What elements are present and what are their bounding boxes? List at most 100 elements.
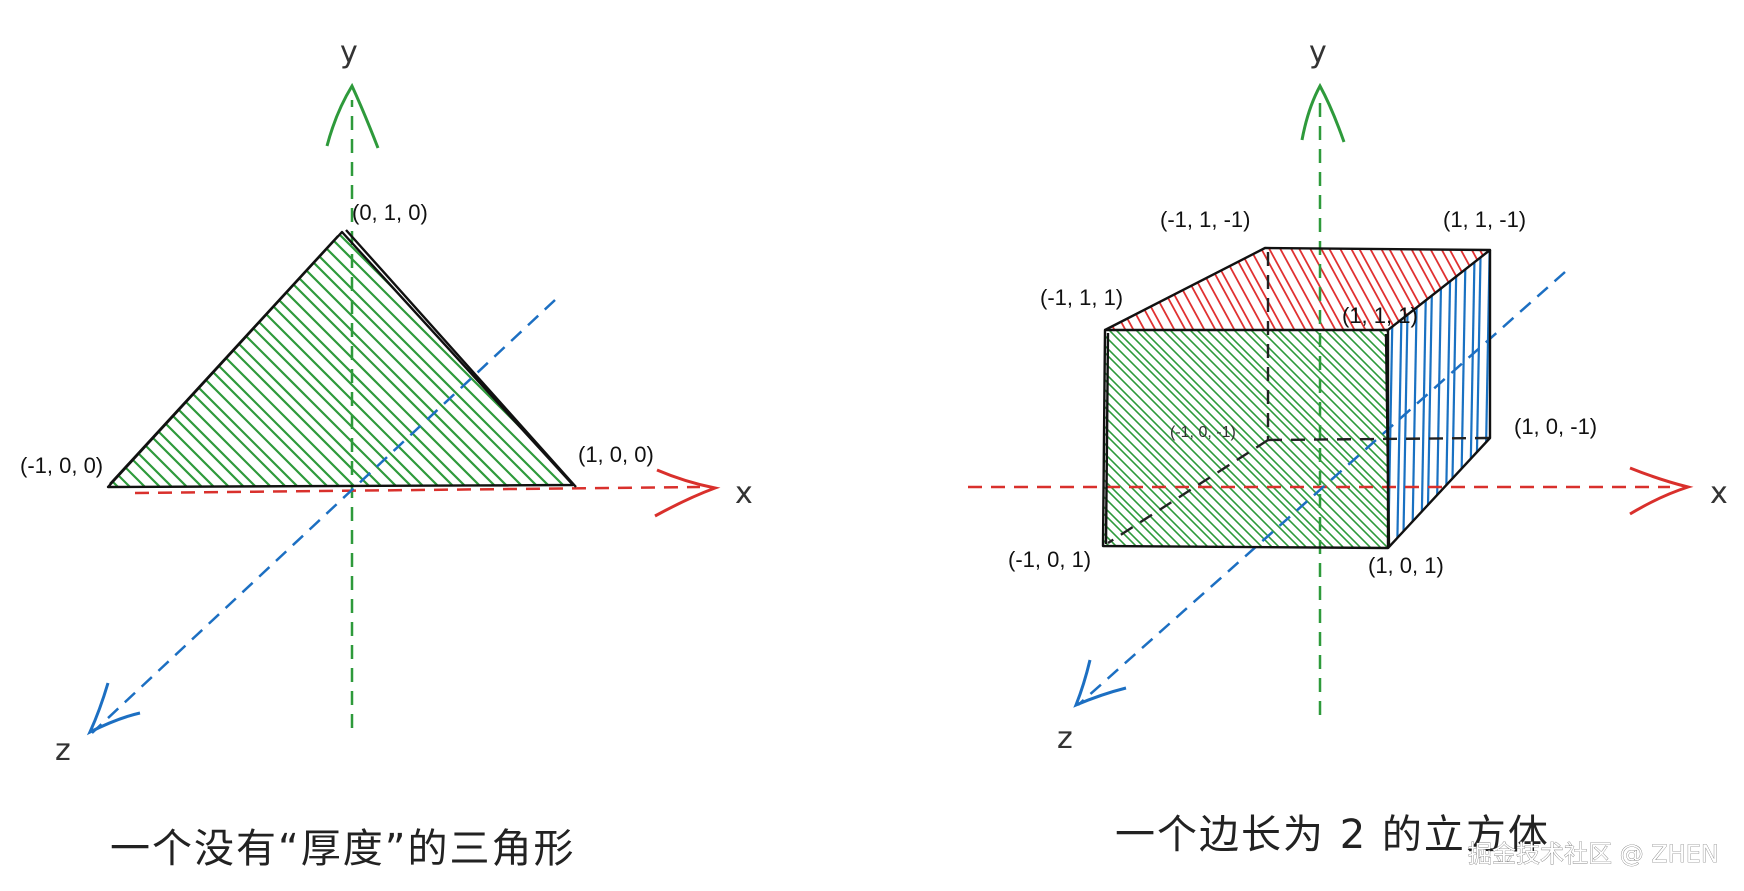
hatch-stroke [1159,330,1388,548]
hatch-stroke [1103,330,1347,548]
vertex-label-back-bottom-left: (-1, 0, -1) [1170,424,1236,441]
cube-hidden-edges [1107,252,1491,545]
z-axis-line [91,299,556,734]
hatch-stroke [1105,330,1367,548]
z-axis-arrowhead [86,682,141,736]
hatch-stroke [1132,330,1388,548]
hatch-stroke [1382,330,1388,548]
hatch-stroke [1220,330,1388,548]
hatch-stroke [514,232,573,487]
hatch-stroke [108,232,216,487]
hatch-stroke [1257,330,1388,548]
hatch-stroke [1294,330,1388,548]
vertex-label-back-top-right: (1, 1, -1) [1443,207,1526,232]
hatch-stroke [277,232,573,487]
hatch-stroke [1458,250,1468,548]
hatch-stroke [1274,330,1388,548]
hatch-stroke [1103,330,1259,548]
hatch-stroke [1103,330,1286,548]
hatch-stroke [1103,330,1124,548]
hatch-stroke [1103,330,1178,548]
hatch-stroke [1493,230,1499,560]
hatch-stroke [1103,330,1266,548]
cube-visible-edges [1101,246,1492,550]
hatch-stroke [1112,330,1374,548]
hatch-stroke [1468,248,1490,330]
triangle-caption: 一个没有“厚度”的三角形 [110,826,575,872]
vertex-label-front-top-left: (-1, 1, 1) [1040,285,1123,310]
vertex-label-right: (1, 0, 0) [578,442,654,467]
y-axis-arrowhead [1300,82,1346,143]
hatch-stroke [1103,330,1320,548]
hatch-stroke [108,232,228,487]
hatch-stroke [1139,330,1388,548]
hatch-stroke [789,300,1049,560]
x-axis-label: x [735,476,753,511]
vertex-label-top: (0, 1, 0) [352,200,428,225]
vertex-label-front-top-right: (1, 1, 1) [1342,303,1418,328]
x-axis-line [134,485,701,495]
vertex-label-back-top-left: (-1, 1, -1) [1160,207,1250,232]
hatch-stroke [1103,330,1114,548]
hatch-stroke [108,232,243,487]
hatch-stroke [1103,330,1205,548]
vertex-label-front-bottom-right: (1, 0, 1) [1368,553,1444,578]
hatch-stroke [1103,330,1340,548]
hatch-stroke [1193,330,1388,548]
hatch-stroke [1213,330,1388,548]
cube-diagram: y x z (-1, 1, -1) (1, 1, -1) (-1, 1, 1) … [789,35,1728,858]
triangle-outline [106,229,577,489]
hatch-stroke [1176,330,1388,548]
hatch-stroke [1103,330,1158,548]
hatch-stroke [1301,330,1388,548]
hatch-stroke [1103,330,1104,548]
hatch-stroke [1103,330,1357,548]
vertex-label-left: (-1, 0, 0) [20,453,103,478]
hatch-stroke [1103,330,1293,548]
hatch-stroke [1103,330,1185,548]
hatch-stroke [1103,330,1168,548]
hatch-stroke [1103,330,1232,548]
hatch-stroke [1408,248,1470,330]
hatch-stroke [1103,330,1151,548]
hatch-stroke [1240,330,1388,548]
hatch-stroke [1103,330,1222,548]
hatch-stroke [1103,330,1313,548]
x-axis-label: x [1710,476,1728,511]
z-axis-label: z [1057,721,1073,756]
hatch-stroke [108,232,201,487]
hatch-stroke [1103,330,1303,548]
y-axis-label: y [1309,35,1327,70]
hatch-stroke [108,232,369,487]
hatch-stroke [1247,330,1388,548]
hatch-stroke [1103,330,1330,548]
hatch-stroke [1321,330,1388,548]
hatch-stroke [1499,230,1505,560]
z-axis-arrowhead [1073,659,1127,708]
cube-caption: 一个边长为 2 的立方体 [1115,812,1550,858]
hatch-stroke [1311,330,1388,548]
hatch-stroke [1230,330,1388,548]
hatch-stroke [1149,330,1388,548]
x-axis-arrowhead [654,468,721,518]
vertex-label-front-bottom-left: (-1, 0, 1) [1008,547,1091,572]
watermark-text: 掘金技术社区 @ ZHEN [1468,840,1719,868]
x-axis-arrowhead [1629,466,1694,516]
z-axis-label: z [55,733,71,768]
hatch-stroke [1338,330,1388,548]
hatch-stroke [1473,250,1483,548]
hatch-stroke [1103,330,1131,548]
hatch-stroke [1284,330,1388,548]
hatch-stroke [1103,330,1249,548]
hatch-stroke [809,300,1069,560]
hatch-stroke [1328,330,1388,548]
hatch-stroke [1166,330,1388,548]
hatch-stroke [529,232,573,487]
hatch-stroke [1203,330,1388,548]
hatch-stroke [1103,330,1141,548]
y-axis-arrowhead [325,82,380,149]
hatch-stroke [1267,330,1388,548]
hatch-stroke [816,300,1076,560]
hatch-stroke [1103,330,1276,548]
hatch-stroke [1186,330,1388,548]
